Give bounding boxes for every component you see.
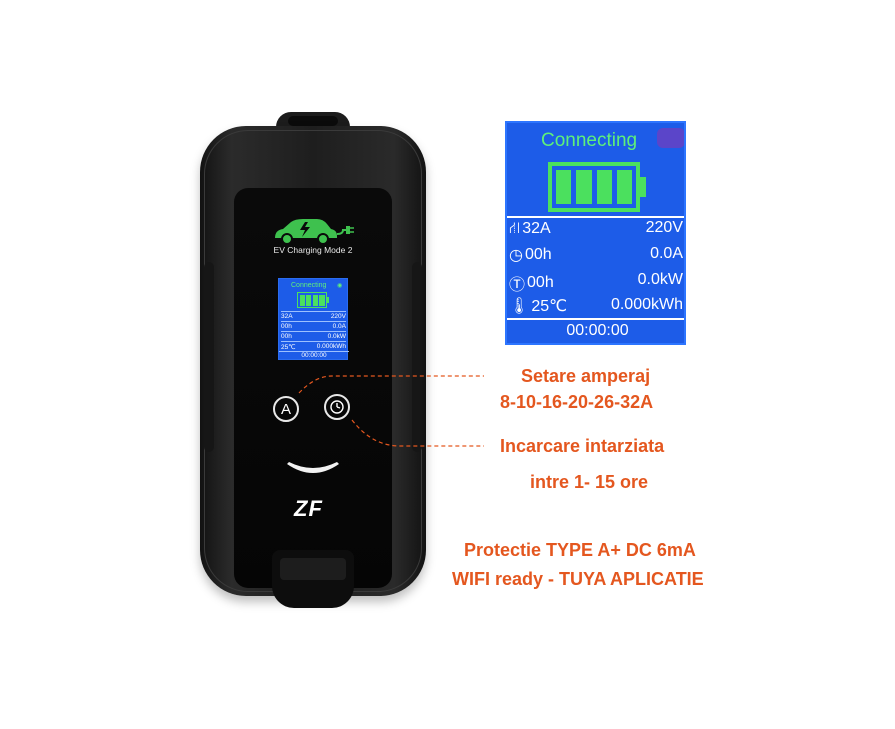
device-screen-energy: 0.000kWh (316, 343, 346, 350)
device-screen-power: 0.0kW (327, 333, 346, 340)
clock-icon (330, 400, 344, 414)
device-screen-elapsed: 00:00:00 (279, 351, 349, 359)
clock-icon: ◷ (509, 247, 523, 264)
ev-charger-device: EV Charging Mode 2 Connecting ◉ 32A 220V… (200, 112, 426, 608)
screen-row-delay: ◷00h 0.0A (509, 245, 683, 265)
screen-amps: 0.0A (650, 245, 683, 262)
battery-tip (327, 297, 329, 303)
amperage-button[interactable]: A (273, 396, 299, 422)
model-label: EV Charging Mode 2 (273, 245, 353, 255)
top-cable-cap-inner (288, 116, 338, 126)
delay-title: Incarcare intarziata (500, 436, 665, 456)
battery-icon (297, 292, 327, 308)
timer-icon: Ⓣ (509, 277, 526, 294)
amperage-values: 8-10-16-20-26-32A (500, 392, 654, 412)
left-grip (204, 262, 214, 452)
right-grip (412, 262, 422, 452)
device-screen-row-delay: 00h 0.0A (281, 321, 346, 330)
protection-text: Protectie TYPE A+ DC 6mA (464, 540, 696, 560)
device-screen-row-temp: 25℃ 0.000kWh (281, 341, 346, 351)
device-screen-delay: 00h (281, 323, 292, 330)
bottom-cable-clip (280, 558, 346, 580)
device-screen-voltage: 220V (330, 313, 346, 320)
device-screen-current: 32A (281, 313, 293, 320)
screen-separator (507, 318, 684, 320)
wifi-icon (657, 128, 684, 148)
device-screen-status: Connecting (291, 282, 327, 289)
screen-energy: 0.000kWh (610, 296, 683, 313)
screen-voltage: 220V (645, 219, 683, 236)
screen-timer: 00h (527, 274, 554, 291)
screen-power: 0.0kW (637, 271, 683, 288)
device-screen-row-timer: 00h 0.0kW (281, 331, 346, 340)
device-screen-row-current: 32A 220V (281, 311, 346, 320)
device-screen-amps: 0.0A (332, 323, 346, 330)
delay-range: intre 1- 15 ore (530, 472, 649, 492)
car-plug-icon (275, 219, 354, 245)
screen-row-current: ⛙32A 220V (509, 219, 683, 239)
wifi-text: WIFI ready - TUYA APLICATIE (452, 569, 704, 589)
wifi-icon: ◉ (337, 283, 343, 289)
device-screen-timer: 00h (281, 333, 292, 340)
device-screen-temp: 25℃ (281, 344, 296, 351)
smile-light-icon (287, 462, 339, 473)
amperage-button-label: A (280, 400, 291, 418)
screen-row-temp: 🌡25℃ 0.000kWh (509, 296, 683, 316)
brand-logo: ZF (294, 496, 323, 521)
amperage-title: Setare amperaj (521, 366, 651, 386)
battery-icon (548, 162, 640, 212)
delay-timer-button[interactable] (324, 394, 350, 420)
screen-status: Connecting (541, 130, 638, 151)
screen-temp: 25℃ (531, 298, 568, 315)
screen-delay: 00h (524, 246, 552, 263)
screen-elapsed: 00:00:00 (566, 322, 629, 339)
plug-icon: ⛙ (509, 220, 521, 237)
device-screen: Connecting ◉ 32A 220V 00h 0.0A 00h 0.0kW… (278, 278, 349, 360)
screen-current: 32A (522, 220, 551, 237)
screen-separator (507, 216, 684, 218)
battery-tip (640, 177, 646, 197)
thermometer-icon: 🌡 (509, 298, 530, 315)
